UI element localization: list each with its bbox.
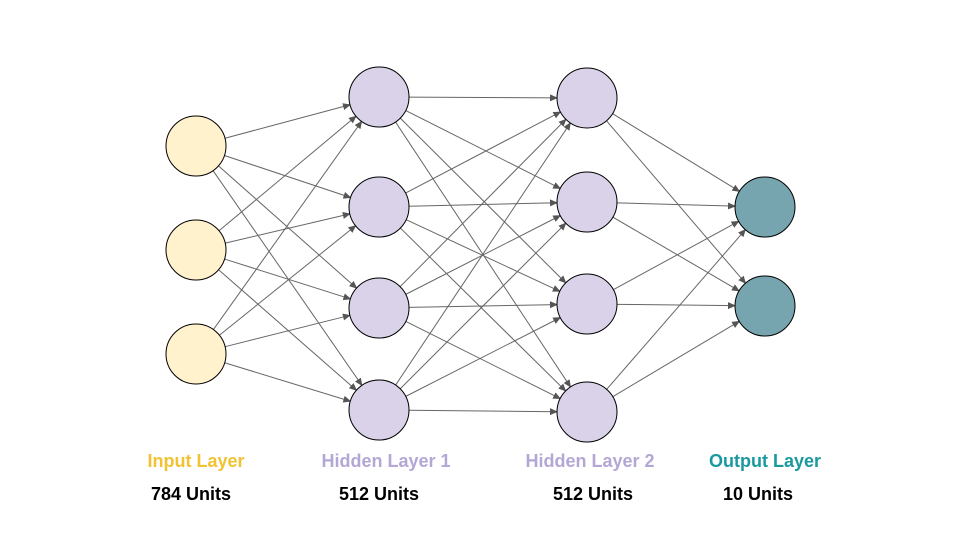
edge-hidden-1-2-to-hidden-2-1 — [405, 111, 562, 194]
edge-hidden-1-3-to-hidden-2-1 — [399, 118, 567, 288]
hidden-layer-2-label: Hidden Layer 2 — [525, 451, 655, 471]
edge-input-2-to-hidden-1-1 — [218, 115, 357, 232]
input-node-3 — [165, 323, 227, 385]
edge-input-2-to-hidden-1-4 — [218, 269, 358, 391]
edge-input-1-to-hidden-1-2 — [224, 155, 352, 199]
hidden-2-node-1 — [556, 67, 618, 129]
output-node-1 — [734, 176, 796, 238]
edge-input-3-to-hidden-1-1 — [212, 120, 363, 330]
edge-input-3-to-hidden-1-2 — [219, 225, 357, 336]
edge-input-2-to-hidden-1-3 — [224, 258, 352, 301]
input-layer-label: Input Layer — [147, 451, 245, 471]
edge-hidden-1-4-to-hidden-2-4 — [408, 408, 559, 416]
edge-hidden-2-2-to-output-1 — [616, 202, 737, 210]
edge-input-1-to-hidden-1-4 — [212, 170, 363, 387]
hidden-2-node-4 — [556, 381, 618, 443]
edge-hidden-1-2-to-hidden-2-4 — [400, 227, 567, 392]
edge-hidden-2-3-to-output-1 — [613, 220, 740, 291]
input-node-2 — [165, 219, 227, 281]
output-layer-units: 10 Units — [722, 484, 794, 504]
edge-input-2-to-hidden-1-2 — [225, 212, 351, 244]
connections — [212, 94, 747, 416]
edge-input-1-to-hidden-1-3 — [218, 165, 358, 289]
hidden-1-node-2 — [348, 176, 410, 238]
edge-input-3-to-hidden-1-3 — [224, 313, 351, 348]
input-layer-units: 784 Units — [150, 484, 232, 504]
hidden-1-node-3 — [348, 277, 410, 339]
edge-input-1-to-hidden-1-1 — [224, 103, 351, 139]
output-node-2 — [734, 275, 796, 337]
output-layer-label: Output Layer — [708, 451, 821, 471]
hidden-2-node-3 — [556, 273, 618, 335]
hidden-layer-1-units: 512 Units — [338, 484, 420, 504]
edge-hidden-1-3-to-hidden-2-2 — [405, 215, 562, 295]
edge-hidden-2-4-to-output-1 — [606, 228, 746, 390]
edge-hidden-1-2-to-hidden-2-2 — [408, 199, 559, 207]
edge-hidden-2-1-to-output-2 — [606, 120, 747, 284]
edge-hidden-1-1-to-hidden-2-2 — [405, 110, 562, 189]
edge-hidden-1-4-to-hidden-2-2 — [399, 222, 567, 390]
hidden-layer-2-units: 512 Units — [552, 484, 634, 504]
hidden-1-node-1 — [348, 66, 410, 128]
edge-hidden-2-4-to-output-2 — [612, 320, 741, 398]
edge-hidden-1-3-to-hidden-2-4 — [405, 320, 562, 400]
edge-hidden-2-1-to-output-1 — [612, 113, 741, 192]
input-node-1 — [165, 115, 227, 177]
edge-hidden-1-4-to-hidden-2-3 — [405, 317, 562, 397]
neurons — [165, 66, 796, 443]
edge-hidden-1-1-to-hidden-2-1 — [408, 94, 559, 102]
hidden-layer-1-label: Hidden Layer 1 — [321, 451, 451, 471]
edge-hidden-1-4-to-hidden-2-1 — [395, 122, 571, 386]
edge-hidden-2-3-to-output-2 — [616, 302, 737, 310]
edge-hidden-1-1-to-hidden-2-3 — [399, 117, 567, 284]
edge-input-3-to-hidden-1-4 — [224, 362, 352, 403]
hidden-1-node-4 — [348, 379, 410, 441]
edge-hidden-2-2-to-output-2 — [612, 216, 740, 292]
hidden-2-node-2 — [556, 171, 618, 233]
